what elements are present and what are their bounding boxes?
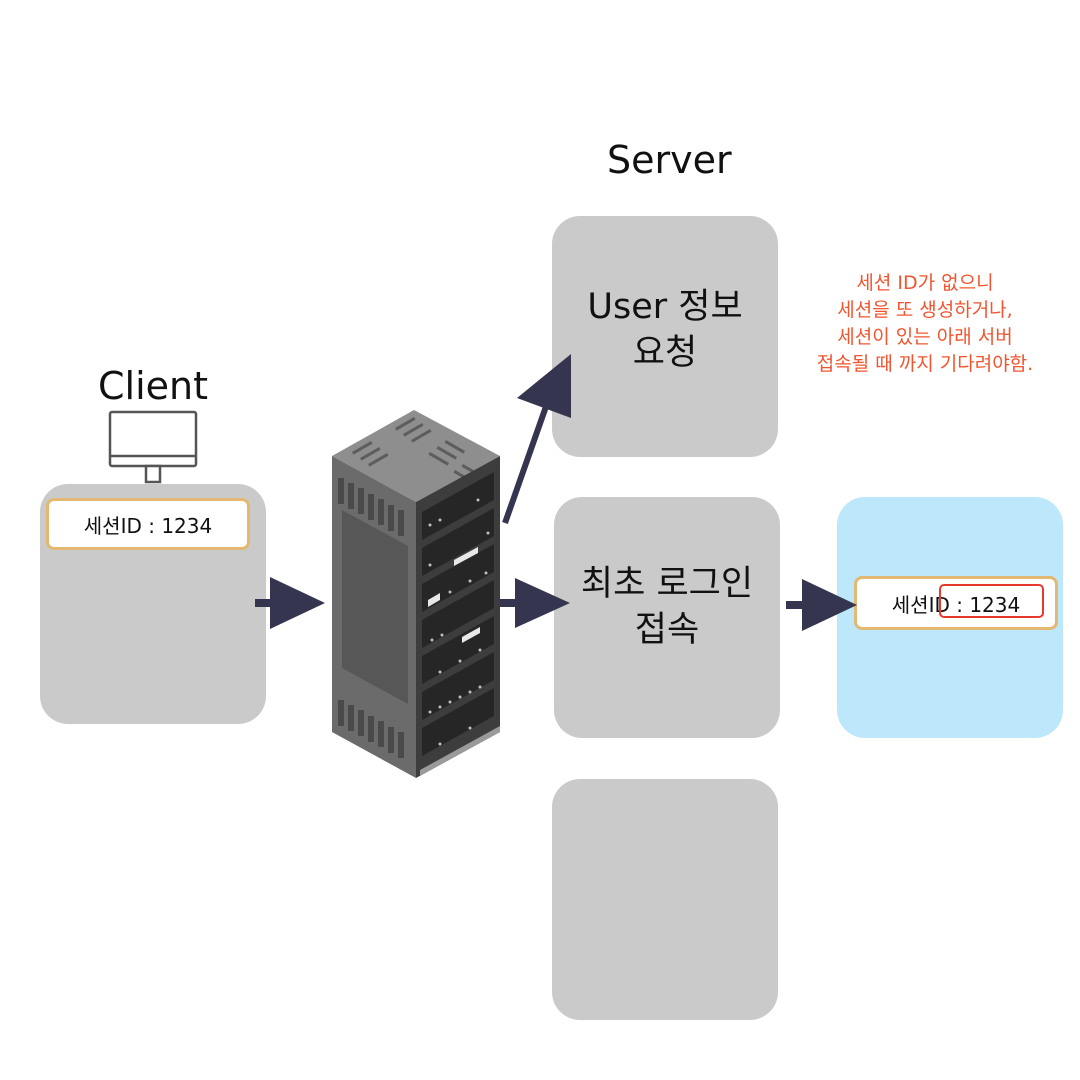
session-id-highlight	[939, 584, 1044, 618]
client-session-text: 세션ID : 1234	[83, 513, 213, 538]
server-rack-icon	[332, 410, 500, 778]
note-line-2: 세션을 또 생성하거나,	[837, 299, 1013, 321]
server-title: Server	[607, 138, 732, 182]
target-session-text: 세션ID : 1234	[891, 592, 1021, 617]
first-login-line-1: 최초 로그인	[580, 564, 754, 604]
note-line-3: 세션이 있는 아래 서버	[837, 326, 1013, 348]
user-info-line-2: 요청	[632, 333, 698, 373]
arrow-icon	[255, 354, 857, 631]
session-note: 세션 ID가 없으니 세션을 또 생성하거나, 세션이 있는 아래 서버 접속될…	[780, 270, 1070, 378]
client-title: Client	[98, 364, 209, 408]
target-session-id: 세션ID : 1234	[854, 576, 1058, 630]
monitor-icon	[108, 410, 198, 484]
note-line-1: 세션 ID가 없으니	[856, 272, 994, 294]
note-line-4: 접속될 때 까지 기다려야함.	[816, 353, 1034, 375]
first-login-line-2: 접속	[634, 610, 700, 650]
server-box-empty	[552, 779, 778, 1020]
client-session-id: 세션ID : 1234	[46, 498, 250, 550]
server-box-first-login: 최초 로그인 접속	[554, 497, 780, 738]
user-info-line-1: User 정보	[587, 287, 743, 327]
server-box-user-info: User 정보 요청	[552, 216, 778, 457]
